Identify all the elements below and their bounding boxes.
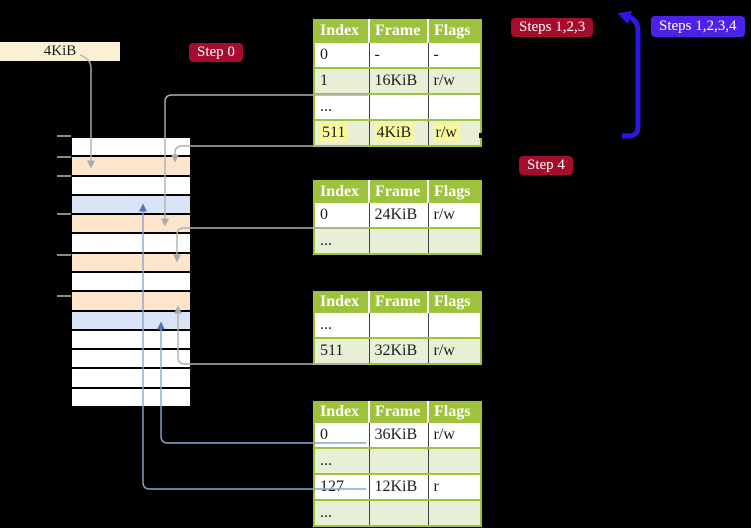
address-tick: [57, 156, 71, 158]
table-cell: 36KiB: [369, 421, 429, 448]
table-cell: [428, 447, 481, 474]
memory-frame-row-7-table: [72, 253, 190, 271]
table-cell: -: [369, 41, 429, 68]
highlighted-value: 511: [320, 124, 348, 141]
table-row: ...: [314, 311, 481, 338]
table-cell: [369, 311, 429, 338]
table-cell: [369, 447, 429, 474]
column-header-index: Index: [314, 20, 370, 42]
physical-memory-stack: [72, 138, 190, 406]
column-header-flags: Flags: [428, 292, 481, 312]
memory-frame-row-5-table: [72, 215, 190, 233]
table-cell: -: [428, 41, 481, 68]
entry-511-to-frame-4kib-arrow: [171, 145, 366, 163]
table-cell: ...: [314, 227, 370, 254]
root-table-pointer-label: 4KiB: [0, 42, 120, 61]
column-header-frame: Frame: [369, 402, 429, 422]
memory-frame-row-13-free: [72, 369, 190, 387]
table-cell: 511: [314, 337, 370, 364]
table-cell: 16KiB: [369, 67, 429, 94]
table-cell: [369, 227, 429, 254]
loopback-arrow-arrow: [617, 10, 641, 139]
badge-step-4: Step 4: [519, 156, 573, 175]
table-row: 511 4KiB r/w: [314, 119, 481, 146]
badge-steps-1-2-3: Steps 1,2,3: [511, 18, 594, 37]
table-cell: 0: [314, 201, 370, 228]
column-header-index: Index: [314, 402, 370, 422]
address-tick: [57, 175, 71, 177]
table-cell: [428, 93, 481, 120]
badge-step-0: Step 0: [189, 43, 243, 62]
address-tick: [57, 213, 71, 215]
memory-frame-row-8-free: [72, 273, 190, 291]
highlighted-value: 4KiB: [374, 124, 414, 141]
memory-frame-row-6-free: [72, 234, 190, 252]
address-tick: [57, 135, 71, 137]
memory-frame-row-2-table: [72, 157, 190, 175]
memory-frame-row-10-mapped: [72, 311, 190, 329]
table-row: 0--: [314, 41, 481, 68]
table-cell: ...: [314, 311, 370, 338]
table-row: ...: [314, 499, 481, 526]
badge-steps-1-2-3-4: Steps 1,2,3,4: [651, 16, 745, 37]
table-cell: 4KiB: [369, 119, 429, 146]
memory-frame-row-14-free: [72, 388, 190, 406]
table-cell: 24KiB: [369, 201, 429, 228]
column-header-frame: Frame: [369, 181, 429, 202]
column-header-index: Index: [314, 181, 370, 202]
table-cell: ...: [314, 93, 370, 120]
column-header-flags: Flags: [428, 20, 481, 42]
table-row: ...: [314, 447, 481, 474]
column-header-frame: Frame: [369, 20, 429, 42]
table-row: ...: [314, 227, 481, 254]
address-tick: [57, 254, 71, 256]
table-cell: 12KiB: [369, 473, 429, 500]
table-cell: r: [428, 473, 481, 500]
table-row: ...: [314, 93, 481, 120]
column-header-frame: Frame: [369, 292, 429, 312]
table-cell: r/w: [428, 421, 481, 448]
table-cell: 0: [314, 421, 370, 448]
table-cell: [428, 227, 481, 254]
table-cell: r/w: [428, 67, 481, 94]
memory-frame-row-9-table: [72, 292, 190, 310]
column-header-flags: Flags: [428, 181, 481, 202]
memory-frame-row-1-free: [72, 138, 190, 156]
table-cell: 1: [314, 67, 370, 94]
memory-frame-row-3-free: [72, 176, 190, 194]
table-cell: r/w: [428, 201, 481, 228]
table-cell: r/w: [428, 119, 481, 146]
memory-frame-row-12-free: [72, 350, 190, 368]
memory-frame-row-11-free: [72, 330, 190, 349]
highlighted-value: r/w: [433, 124, 459, 141]
column-header-flags: Flags: [428, 402, 481, 422]
table-cell: [428, 499, 481, 526]
address-tick: [57, 295, 71, 297]
table-cell: 511: [314, 119, 370, 146]
table-cell: r/w: [428, 337, 481, 364]
table-cell: [369, 93, 429, 120]
table-cell: 0: [314, 41, 370, 68]
column-header-index: Index: [314, 292, 370, 312]
table-cell: 32KiB: [369, 337, 429, 364]
table-cell: [428, 311, 481, 338]
table-cell: 127: [314, 473, 370, 500]
table-cell: ...: [314, 447, 370, 474]
memory-frame-row-4-mapped: [72, 195, 190, 214]
table-cell: [369, 499, 429, 526]
table-cell: ...: [314, 499, 370, 526]
